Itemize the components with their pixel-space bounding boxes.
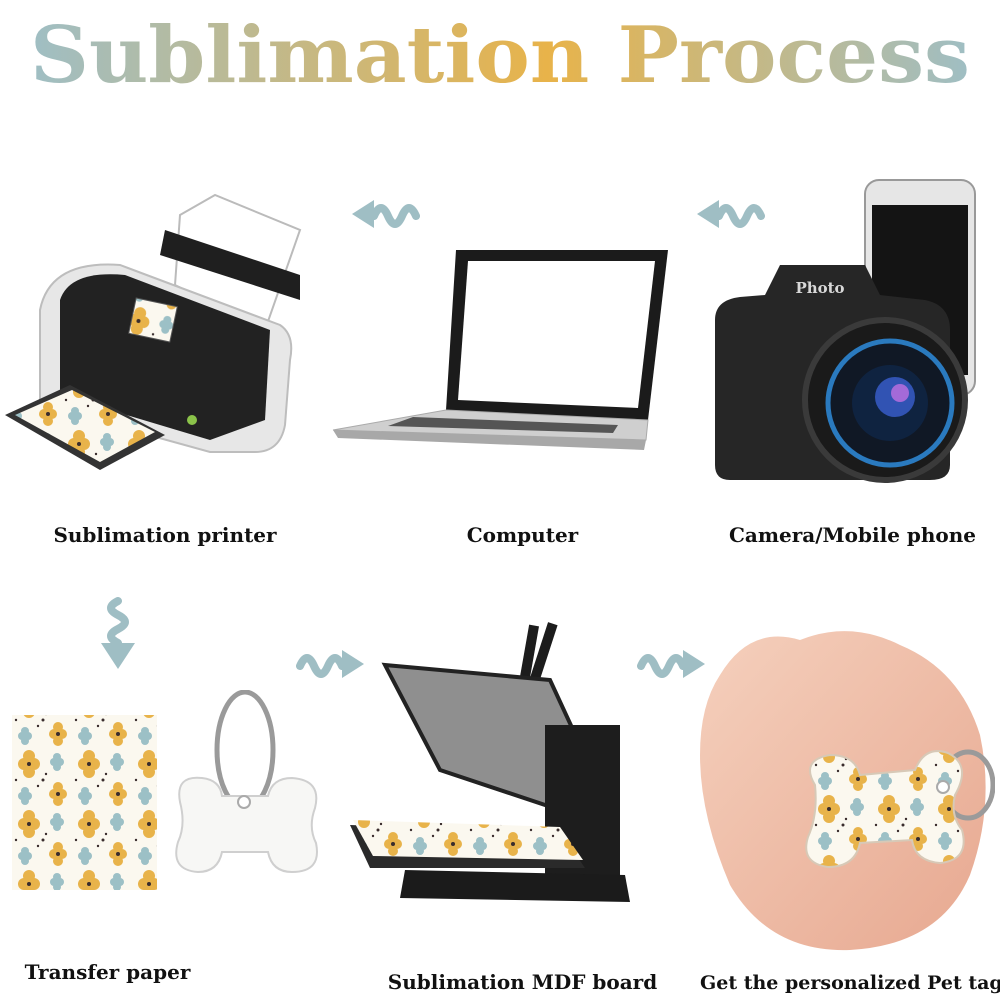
page-title-text: Sublimation Process xyxy=(30,10,970,101)
arrow-down-icon xyxy=(101,597,135,669)
pet-tag-hand-icon xyxy=(700,631,995,951)
step-label-camera-phone: Camera/Mobile phone xyxy=(728,523,977,547)
laptop-icon xyxy=(332,250,668,450)
camera-brand-text: Photo xyxy=(795,279,844,297)
step-label-pet-tag: Get the personalized Pet tag xyxy=(700,972,1000,994)
arrow-right-icon xyxy=(296,650,364,678)
heat-press-icon xyxy=(350,622,630,902)
page-title: Sublimation Process xyxy=(30,10,970,101)
step-label-mdf-board: Sublimation MDF board xyxy=(387,970,658,994)
camera-phone-icon: Photo xyxy=(715,179,976,483)
transfer-paper-icon xyxy=(12,690,318,890)
step-label-transfer-paper: Transfer paper xyxy=(24,960,191,984)
printer-icon xyxy=(5,193,302,470)
arrow-right-icon xyxy=(637,650,705,678)
arrow-left-icon xyxy=(352,200,420,228)
step-label-printer: Sublimation printer xyxy=(53,523,277,547)
step-label-computer: Computer xyxy=(466,523,579,547)
arrow-left-icon xyxy=(697,200,765,228)
